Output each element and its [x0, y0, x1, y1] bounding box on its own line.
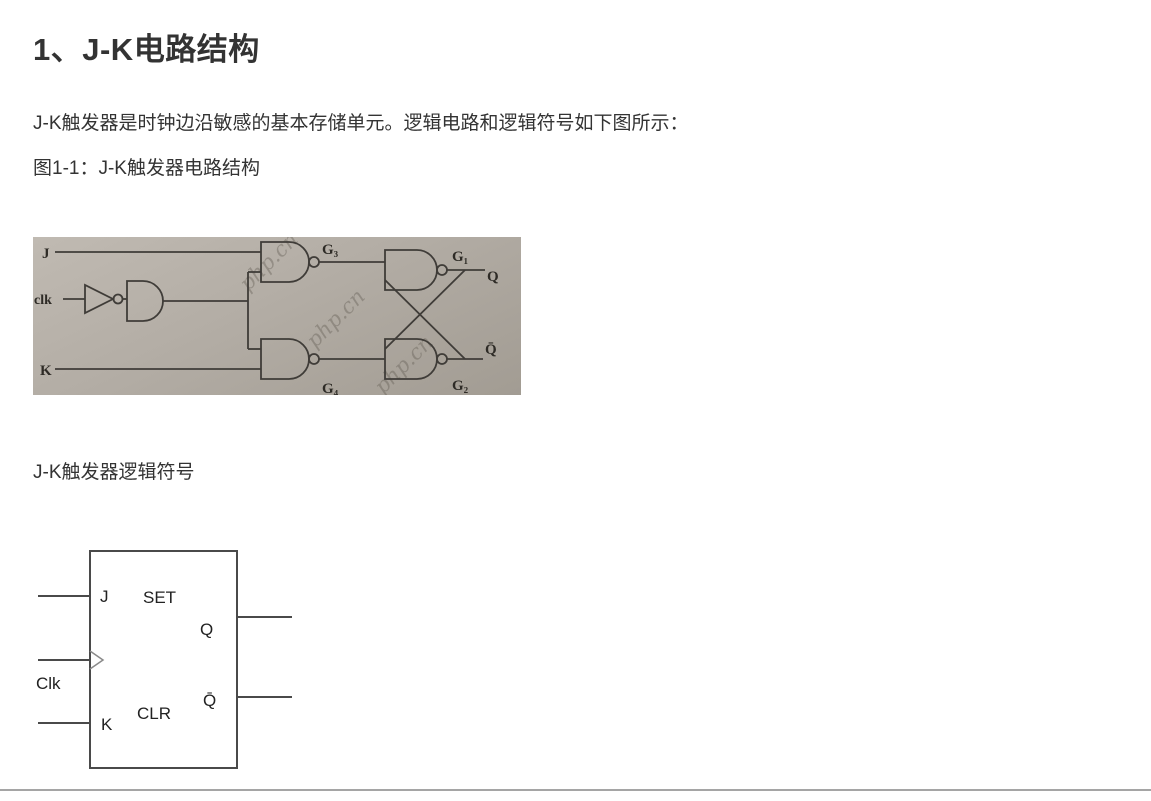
symbol-j-label: J — [100, 587, 109, 606]
g3-bubble — [308, 256, 320, 268]
jk-circuit-diagram: php.cn php.cn php.cn — [34, 237, 499, 395]
page-title: 1、J-K电路结构 — [33, 32, 260, 67]
output-qbar-label: Q̄ — [485, 342, 497, 358]
jk-logic-symbol-figure: J SET Q Clk Q̄ CLR K — [30, 540, 300, 780]
symbol-body — [89, 550, 238, 769]
symbol-set-label: SET — [143, 588, 176, 607]
figure-caption: 图1-1：J-K触发器电路结构 — [33, 158, 260, 179]
watermark-text: php.cn — [235, 237, 303, 296]
nand-gate-g1 — [384, 249, 438, 291]
circuit-wires — [55, 251, 485, 370]
symbol-clk-label: Clk — [36, 674, 61, 693]
watermark-text: php.cn — [302, 284, 370, 352]
symbol-k-label: K — [101, 715, 113, 734]
gate-g2-label: G₂ — [452, 378, 469, 394]
inverter-bubble — [112, 293, 124, 305]
gate-g4-label: G₄ — [322, 381, 339, 395]
gate-g1-label: G₁ — [452, 249, 468, 265]
symbol-caption: J-K触发器逻辑符号 — [33, 462, 195, 483]
watermark-text: php.cn — [370, 330, 438, 395]
inverter-gate — [84, 283, 116, 315]
clock-edge-icon — [89, 650, 105, 670]
section-divider — [0, 789, 1151, 791]
symbol-clr-label: CLR — [137, 704, 171, 723]
symbol-shapes — [38, 550, 292, 769]
clock-and-gate — [126, 280, 164, 322]
symbol-qbar-label: Q̄ — [203, 691, 216, 710]
g2-bubble — [436, 353, 448, 365]
input-clk-label: clk — [34, 293, 52, 308]
gate-g3-label: G₃ — [322, 242, 339, 258]
logic-gates — [84, 241, 448, 380]
g4-bubble — [308, 353, 320, 365]
nand-gate-g4 — [260, 338, 310, 380]
output-q-label: Q — [487, 269, 499, 285]
jk-logic-symbol: J SET Q Clk Q̄ CLR K — [36, 550, 292, 769]
watermark: php.cn php.cn php.cn — [235, 237, 438, 395]
input-k-label: K — [40, 363, 52, 379]
jk-circuit-photo: php.cn php.cn php.cn — [33, 237, 521, 395]
g1-bubble — [436, 264, 448, 276]
intro-paragraph: J-K触发器是时钟边沿敏感的基本存储单元。逻辑电路和逻辑符号如下图所示： — [33, 113, 689, 134]
input-j-label: J — [42, 246, 50, 262]
symbol-q-label: Q — [200, 620, 213, 639]
